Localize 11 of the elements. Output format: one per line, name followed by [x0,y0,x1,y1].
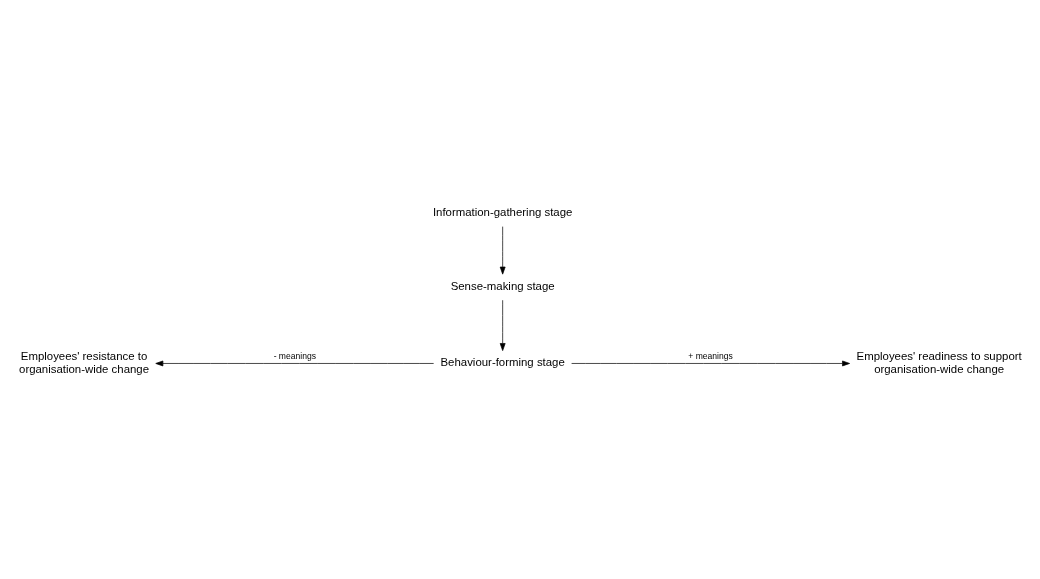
arrow [154,360,434,366]
arrow [570,360,850,366]
arrow [499,299,506,351]
node-text: Information-gathering stage [432,205,572,218]
node-text: Behaviour-forming stage [440,355,565,368]
node-text: Employees' readiness to support organisation-wide change [856,349,1022,375]
edge-label: - meanings [273,350,316,361]
node-text: Employees' resistance to organisation-wide change [18,349,149,375]
node-text: Sense-making stage [450,279,555,292]
edge-label: + meanings [687,350,733,361]
arrow [499,225,506,274]
